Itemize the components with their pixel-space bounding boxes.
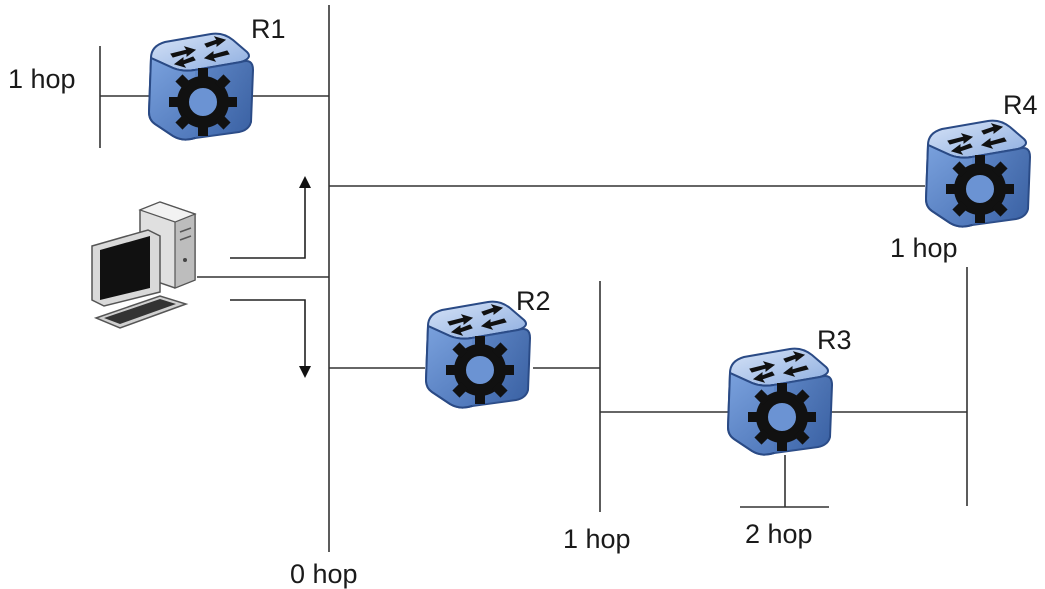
router-r3-label: R3	[817, 325, 852, 355]
router-r1-icon	[148, 32, 254, 141]
workstation-icon	[91, 201, 197, 329]
up-arrow-path	[230, 186, 306, 259]
router-r2-label: R2	[516, 286, 551, 316]
network-links	[99, 5, 968, 552]
arrow-up-icon	[299, 176, 311, 188]
router-r4-icon	[925, 119, 1031, 228]
down-arrow-path	[230, 299, 306, 368]
hop-label-main-network: 0 hop	[290, 559, 358, 589]
hop-label-r1-network: 1 hop	[8, 64, 76, 94]
router-r4-label: R4	[1003, 90, 1038, 120]
hop-label-r2-network: 1 hop	[563, 524, 631, 554]
query-arrows	[230, 186, 306, 368]
arrow-down-icon	[299, 366, 311, 378]
router-r1-label: R1	[251, 14, 286, 44]
router-r2-icon	[425, 300, 531, 409]
hop-label-r4-network: 1 hop	[890, 233, 958, 263]
router-r3-icon	[727, 347, 833, 456]
hop-label-r3-stub: 2 hop	[745, 519, 813, 549]
